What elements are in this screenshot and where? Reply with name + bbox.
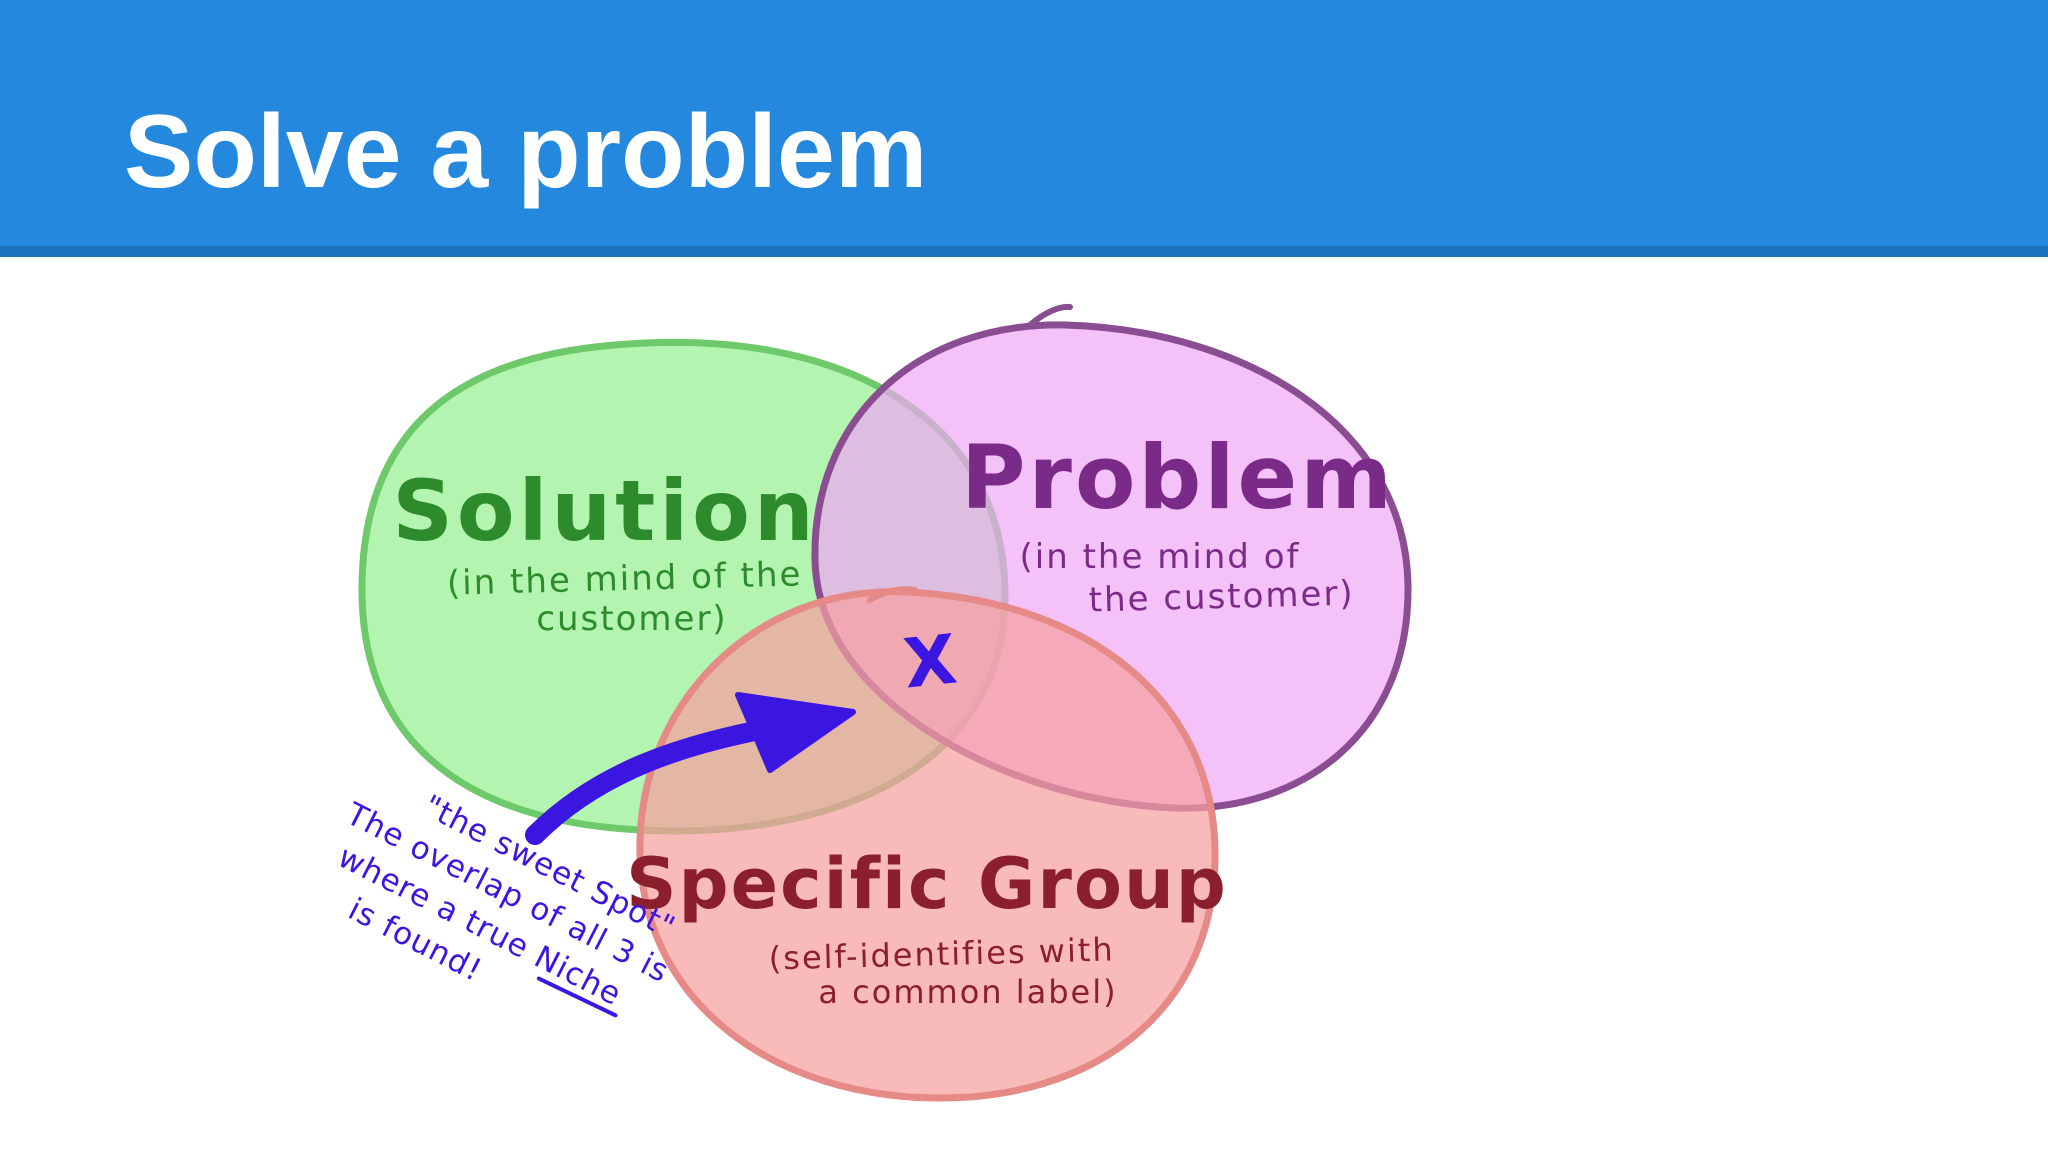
problem-subtitle-line-2: the customer) [1088,574,1355,621]
header-divider [0,246,2048,257]
header-bar [0,0,2048,246]
sweet-spot-arrow [525,720,770,845]
group-subtitle-line-2: a common label) [818,973,1117,1011]
niche-underline [536,976,618,1018]
problem-circle-tail [1027,303,1073,328]
group-subtitle-line-1: (self-identifies with [768,930,1115,977]
group-title: Specific Group [626,843,1228,925]
sweet-spot-mark: X [900,620,960,704]
problem-title: Problem [961,426,1395,529]
group-circle-tail [867,586,918,603]
arrow-head [735,692,856,773]
solution-title: Solution [392,462,817,560]
solution-subtitle-line-1: (in the mind of the [446,554,802,603]
solution-subtitle-line-2: customer) [536,599,727,639]
problem-subtitle-line-1: (in the mind of [1020,537,1301,577]
slide-title: Solve a problem [124,94,928,210]
